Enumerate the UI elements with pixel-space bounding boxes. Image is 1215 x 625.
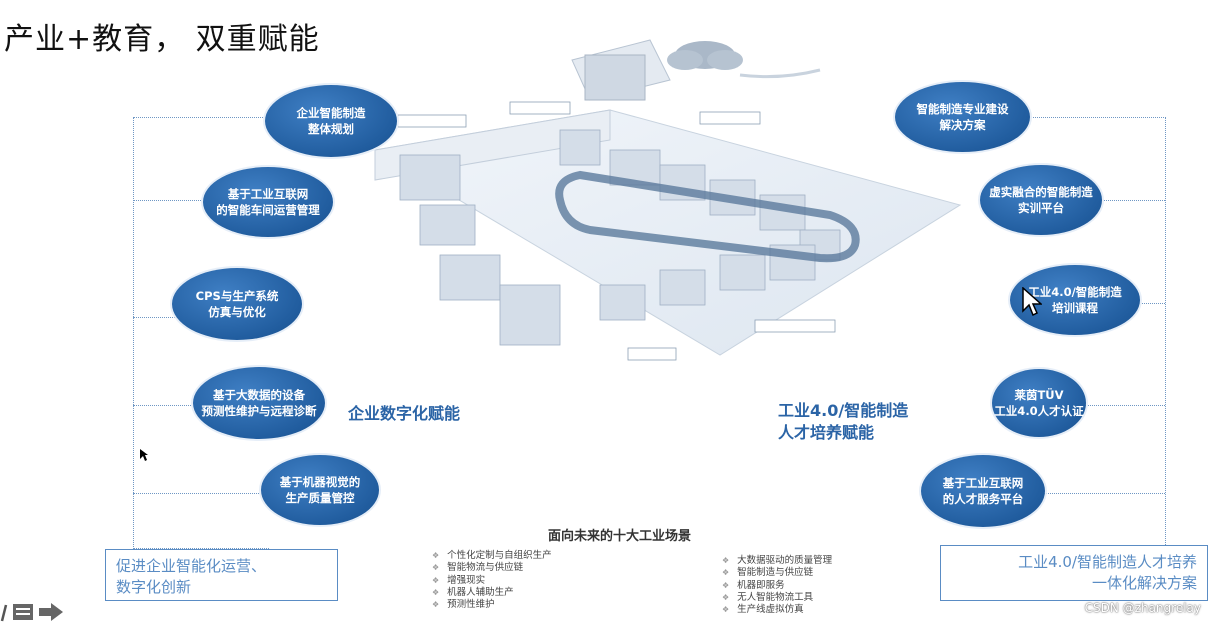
bubble-label: 基于机器视觉的 生产质量管控 xyxy=(279,475,361,505)
mouse-pointer-icon xyxy=(1022,287,1042,317)
connector-line xyxy=(133,317,193,318)
list-item: 个性化定制与自组织生产 xyxy=(432,550,552,562)
bubble-specialty-construction: 智能制造专业建设 解决方案 xyxy=(895,82,1030,152)
pen-icon[interactable] xyxy=(0,601,8,623)
connector-line xyxy=(133,200,205,201)
bubble-label: 基于工业互联网 的智能车间运营管理 xyxy=(216,187,320,217)
scenario-list-left: 个性化定制与自组织生产 智能物流与供应链 增强现实 机器人辅助生产 预测性维护 xyxy=(432,550,552,611)
right-section-label: 工业4.0/智能制造 人才培养赋能 xyxy=(778,401,909,442)
next-arrow-icon[interactable] xyxy=(38,602,64,622)
list-item: 增强现实 xyxy=(432,575,552,587)
bubble-label: 基于工业互联网 的人才服务平台 xyxy=(942,476,1024,506)
notes-icon[interactable] xyxy=(12,603,34,621)
bubble-label: 虚实融合的智能制造 实训平台 xyxy=(989,185,1093,215)
bubble-label: 智能制造专业建设 解决方案 xyxy=(916,102,1009,132)
connector-line xyxy=(1085,405,1165,406)
bubble-training-platform: 虚实融合的智能制造 实训平台 xyxy=(980,165,1102,235)
list-item: 机器即服务 xyxy=(722,580,832,592)
bubble-tuv-certification: 莱茵TÜV 工业4.0人才认证 xyxy=(992,369,1086,437)
bubble-label: 莱茵TÜV 工业4.0人才认证 xyxy=(994,388,1084,418)
bubble-cps-simulation: CPS与生产系统 仿真与优化 xyxy=(172,268,302,340)
connector-line xyxy=(133,493,261,494)
viewer-toolbar xyxy=(0,601,64,623)
bubble-overall-planning: 企业智能制造 整体规划 xyxy=(265,85,397,157)
smart-factory-illustration xyxy=(373,39,962,361)
list-item: 大数据驱动的质量管理 xyxy=(722,555,832,567)
list-item: 无人智能物流工具 xyxy=(722,592,832,604)
scenario-list-right: 大数据驱动的质量管理 智能制造与供应链 机器即服务 无人智能物流工具 生产线虚拟… xyxy=(722,555,832,616)
left-section-label: 企业数字化赋能 xyxy=(348,404,461,423)
connector-line xyxy=(1100,200,1165,201)
bubble-label: 工业4.0/智能制造 培训课程 xyxy=(1028,285,1122,315)
list-item: 智能制造与供应链 xyxy=(722,567,832,579)
small-cursor-icon xyxy=(140,449,148,461)
bubble-label: 基于大数据的设备 预测性维护与远程诊断 xyxy=(201,388,317,418)
connector-line xyxy=(1140,303,1165,304)
watermark: CSDN @zhangrelay xyxy=(1084,601,1201,615)
bubble-label: 企业智能制造 整体规划 xyxy=(296,106,366,136)
list-item: 智能物流与供应链 xyxy=(432,562,552,574)
bubble-predictive-maintenance: 基于大数据的设备 预测性维护与远程诊断 xyxy=(193,367,325,439)
connector-line xyxy=(133,405,193,406)
bubble-talent-service-platform: 基于工业互联网 的人才服务平台 xyxy=(921,455,1045,527)
bubble-label: CPS与生产系统 仿真与优化 xyxy=(195,289,279,319)
list-item: 机器人辅助生产 xyxy=(432,587,552,599)
slide-title: 产业+教育， 双重赋能 xyxy=(4,22,320,57)
list-item: 生产线虚拟仿真 xyxy=(722,604,832,616)
scenarios-title: 面向未来的十大工业场景 xyxy=(548,529,692,544)
bubble-machine-vision-quality: 基于机器视觉的 生产质量管控 xyxy=(261,455,379,525)
connector-line xyxy=(1040,493,1165,494)
bottom-right-box: 工业4.0/智能制造人才培养 一体化解决方案 xyxy=(940,545,1208,601)
left-bracket xyxy=(133,117,269,549)
list-item: 预测性维护 xyxy=(432,599,552,611)
bottom-left-box: 促进企业智能化运营、 数字化创新 xyxy=(105,549,338,601)
bubble-smart-workshop-operation: 基于工业互联网 的智能车间运营管理 xyxy=(203,167,333,237)
